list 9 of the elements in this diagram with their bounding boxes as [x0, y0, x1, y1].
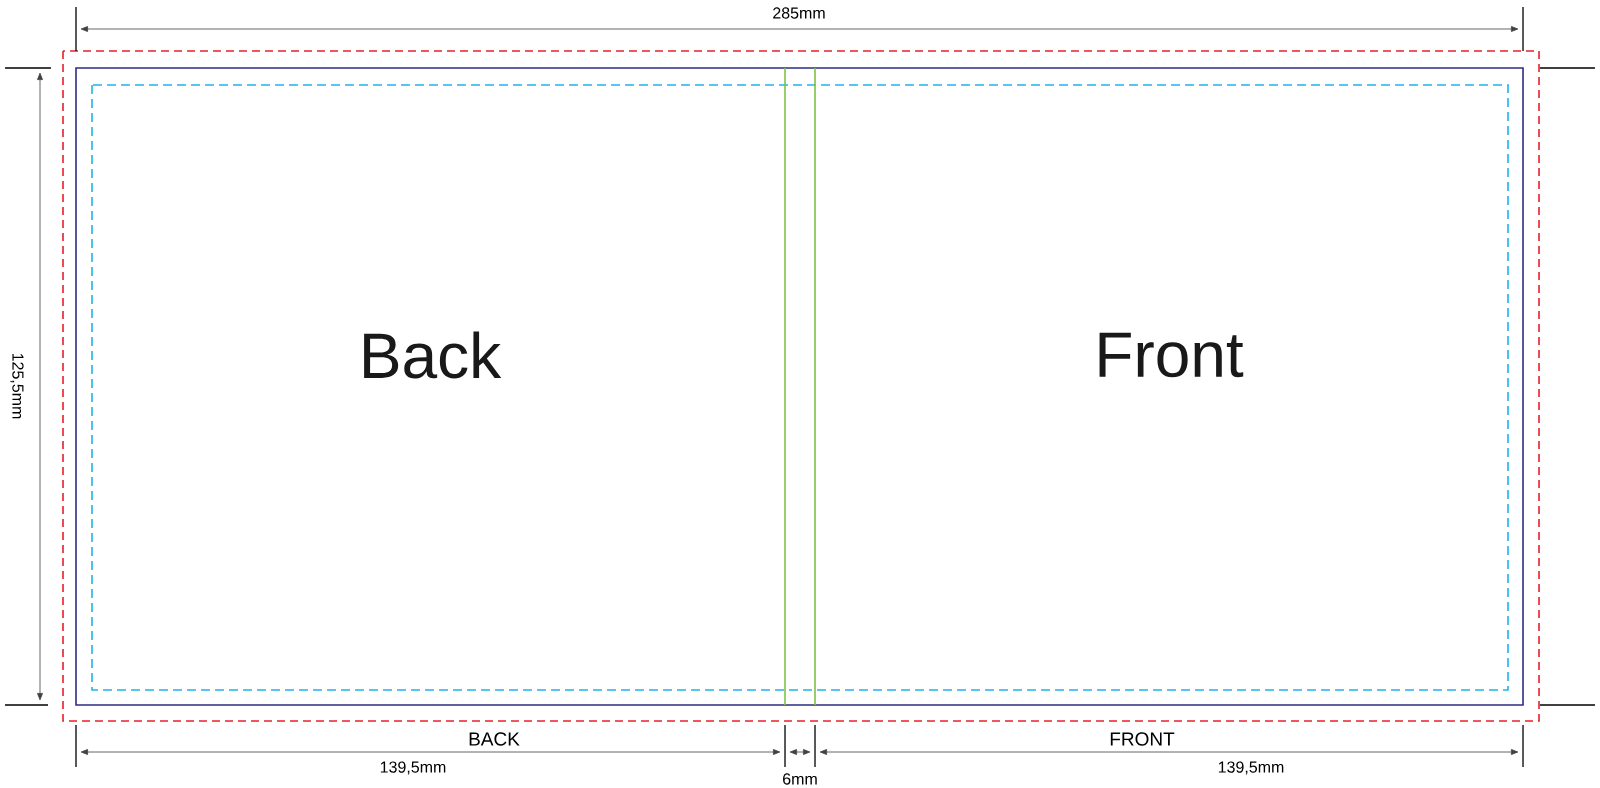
dimension-label: 125,5mm	[10, 353, 24, 419]
section-label: BACK	[469, 732, 520, 746]
dimension-label: 139,5mm	[380, 761, 446, 775]
panel-label: Front	[1099, 332, 1244, 378]
dimension-label: 139,5mm	[1218, 761, 1284, 775]
panel-label: Back	[364, 331, 502, 379]
dimension-label: 6mm	[783, 773, 817, 785]
dimension-label: 285mm	[773, 7, 825, 19]
section-label: FRONT	[1110, 732, 1175, 746]
